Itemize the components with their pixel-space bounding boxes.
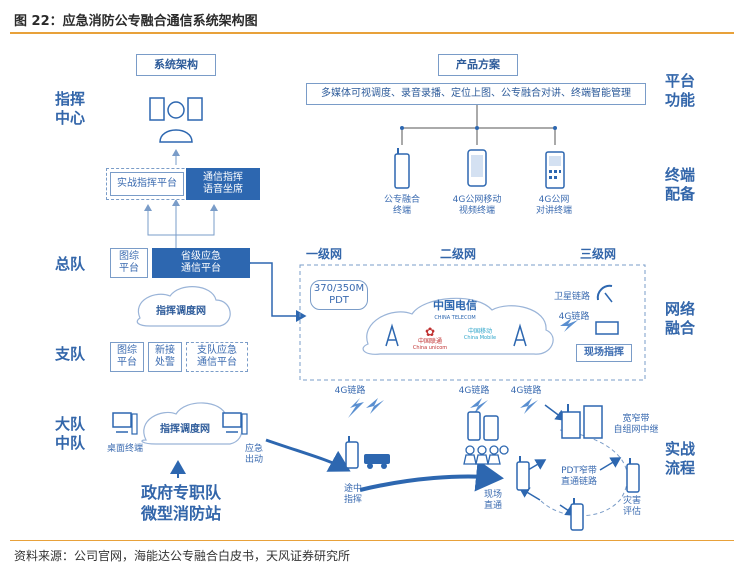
field-command-box: 现场指挥 (576, 344, 632, 362)
direct-label: 现场 直通 (483, 490, 502, 511)
figure-title: 图 22：应急消防公专融合通信系统架构图 (14, 14, 258, 29)
new-dispatch-box: 新接 处警 (148, 342, 182, 372)
broadband-relay-label: 宽窄带 自组网中继 (613, 414, 659, 435)
mobile-logo: 中国移动 China Mobile (456, 328, 504, 342)
unicom-en: China unicom (412, 345, 448, 351)
responders-group-icon (463, 445, 509, 465)
operator-icon (149, 97, 203, 143)
label-practice: 实战 流程 (664, 440, 695, 477)
network-level-2: 二级网 (440, 247, 477, 261)
terminal-label-0: 公专融合 终端 (383, 195, 420, 216)
platform-functions-box: 多媒体可视调度、录音录播、定位上图、公专融合对讲、终端智能管理 (306, 83, 646, 105)
label-platform: 平台 功能 (664, 72, 695, 109)
network-level-3: 三级网 (580, 247, 617, 261)
desktop-terminal-label: 桌面终端 (106, 444, 143, 454)
pdt-box: 370/350M PDT (310, 280, 368, 310)
dispatch-net-1: 指挥调度网 (156, 306, 206, 317)
disaster-label: 灾害 评估 (622, 496, 641, 517)
map-platform-corps: 图综 平台 (110, 248, 148, 278)
mobile-en: China Mobile (463, 335, 497, 341)
label-brigade: 大队 中队 (54, 415, 85, 452)
terminal-label-1: 4G公网移动 视频终端 (452, 195, 502, 216)
label-command-center: 指挥 中心 (54, 90, 85, 127)
practice-4g-link-c: 4G链路 (510, 386, 542, 396)
det-platform-box: 支队应急 通信平台 (186, 342, 248, 372)
sat-link-label: 卫星链路 (553, 292, 590, 302)
label-detachment: 支队 (54, 345, 85, 363)
network-4g-link-label: 4G链路 (558, 312, 590, 322)
map-platform-det: 图综 平台 (110, 342, 144, 372)
label-terminal: 终端 配备 (664, 166, 695, 203)
gov-team-label: 政府专职队 微型消防站 (140, 483, 221, 523)
walkie-talkie-icon (345, 436, 359, 469)
network-level-1: 一级网 (306, 247, 343, 261)
unicom-logo: ✿ 中国联通 China unicom (408, 326, 452, 352)
relay-station-icon (561, 404, 603, 439)
dispatch-net-2: 指挥调度网 (160, 424, 210, 435)
bottom-radio-icon (570, 498, 584, 531)
en-route-label: 途中 指挥 (343, 484, 362, 505)
ptt-terminal-icon (545, 151, 565, 189)
provincial-platform-box: 省级应急 通信平台 (152, 248, 250, 278)
fusion-terminal-icon (394, 148, 410, 189)
combat-platform-box: 实战指挥平台 (110, 172, 184, 196)
label-corps: 总队 (54, 255, 85, 273)
desktop-computer-icon (112, 412, 138, 435)
comm-seat-box: 通信指挥 语音坐席 (186, 168, 260, 200)
source-rule (10, 540, 734, 541)
terminal-label-2: 4G公网 对讲终端 (535, 195, 572, 216)
satellite-dish-icon (596, 284, 613, 303)
label-network: 网络 融合 (664, 300, 695, 337)
telecom-name: 中国电信 (433, 299, 477, 312)
field-device-icon (595, 321, 619, 335)
mobile-name: 中国移动 (467, 328, 492, 335)
practice-4g-link-a: 4G链路 (334, 386, 366, 396)
direct-radio-icon (516, 456, 530, 491)
unicom-knot-icon: ✿ (424, 325, 436, 339)
handheld-devices-icon (467, 411, 499, 441)
telecom-logo: 中国电信 CHINA TELECOM (420, 300, 490, 324)
fire-truck-icon (364, 454, 390, 469)
header-system-arch: 系统架构 (136, 54, 216, 76)
emergency-out-label: 应急 出动 (244, 444, 263, 465)
practice-4g-link-b: 4G链路 (458, 386, 490, 396)
pdt-direct-label: PDT窄带 直通链路 (560, 466, 597, 487)
header-product-plan: 产品方案 (438, 54, 518, 76)
video-terminal-icon (467, 149, 487, 187)
title-rule (10, 32, 734, 34)
emergency-computer-icon (222, 412, 248, 435)
telecom-en: CHINA TELECOM (434, 315, 476, 321)
figure-source: 资料来源：公司官网，海能达公专融合白皮书，天风证券研究所 (14, 549, 351, 563)
disaster-radio-icon (626, 458, 640, 493)
unicom-name: 中国联通 (417, 338, 442, 345)
